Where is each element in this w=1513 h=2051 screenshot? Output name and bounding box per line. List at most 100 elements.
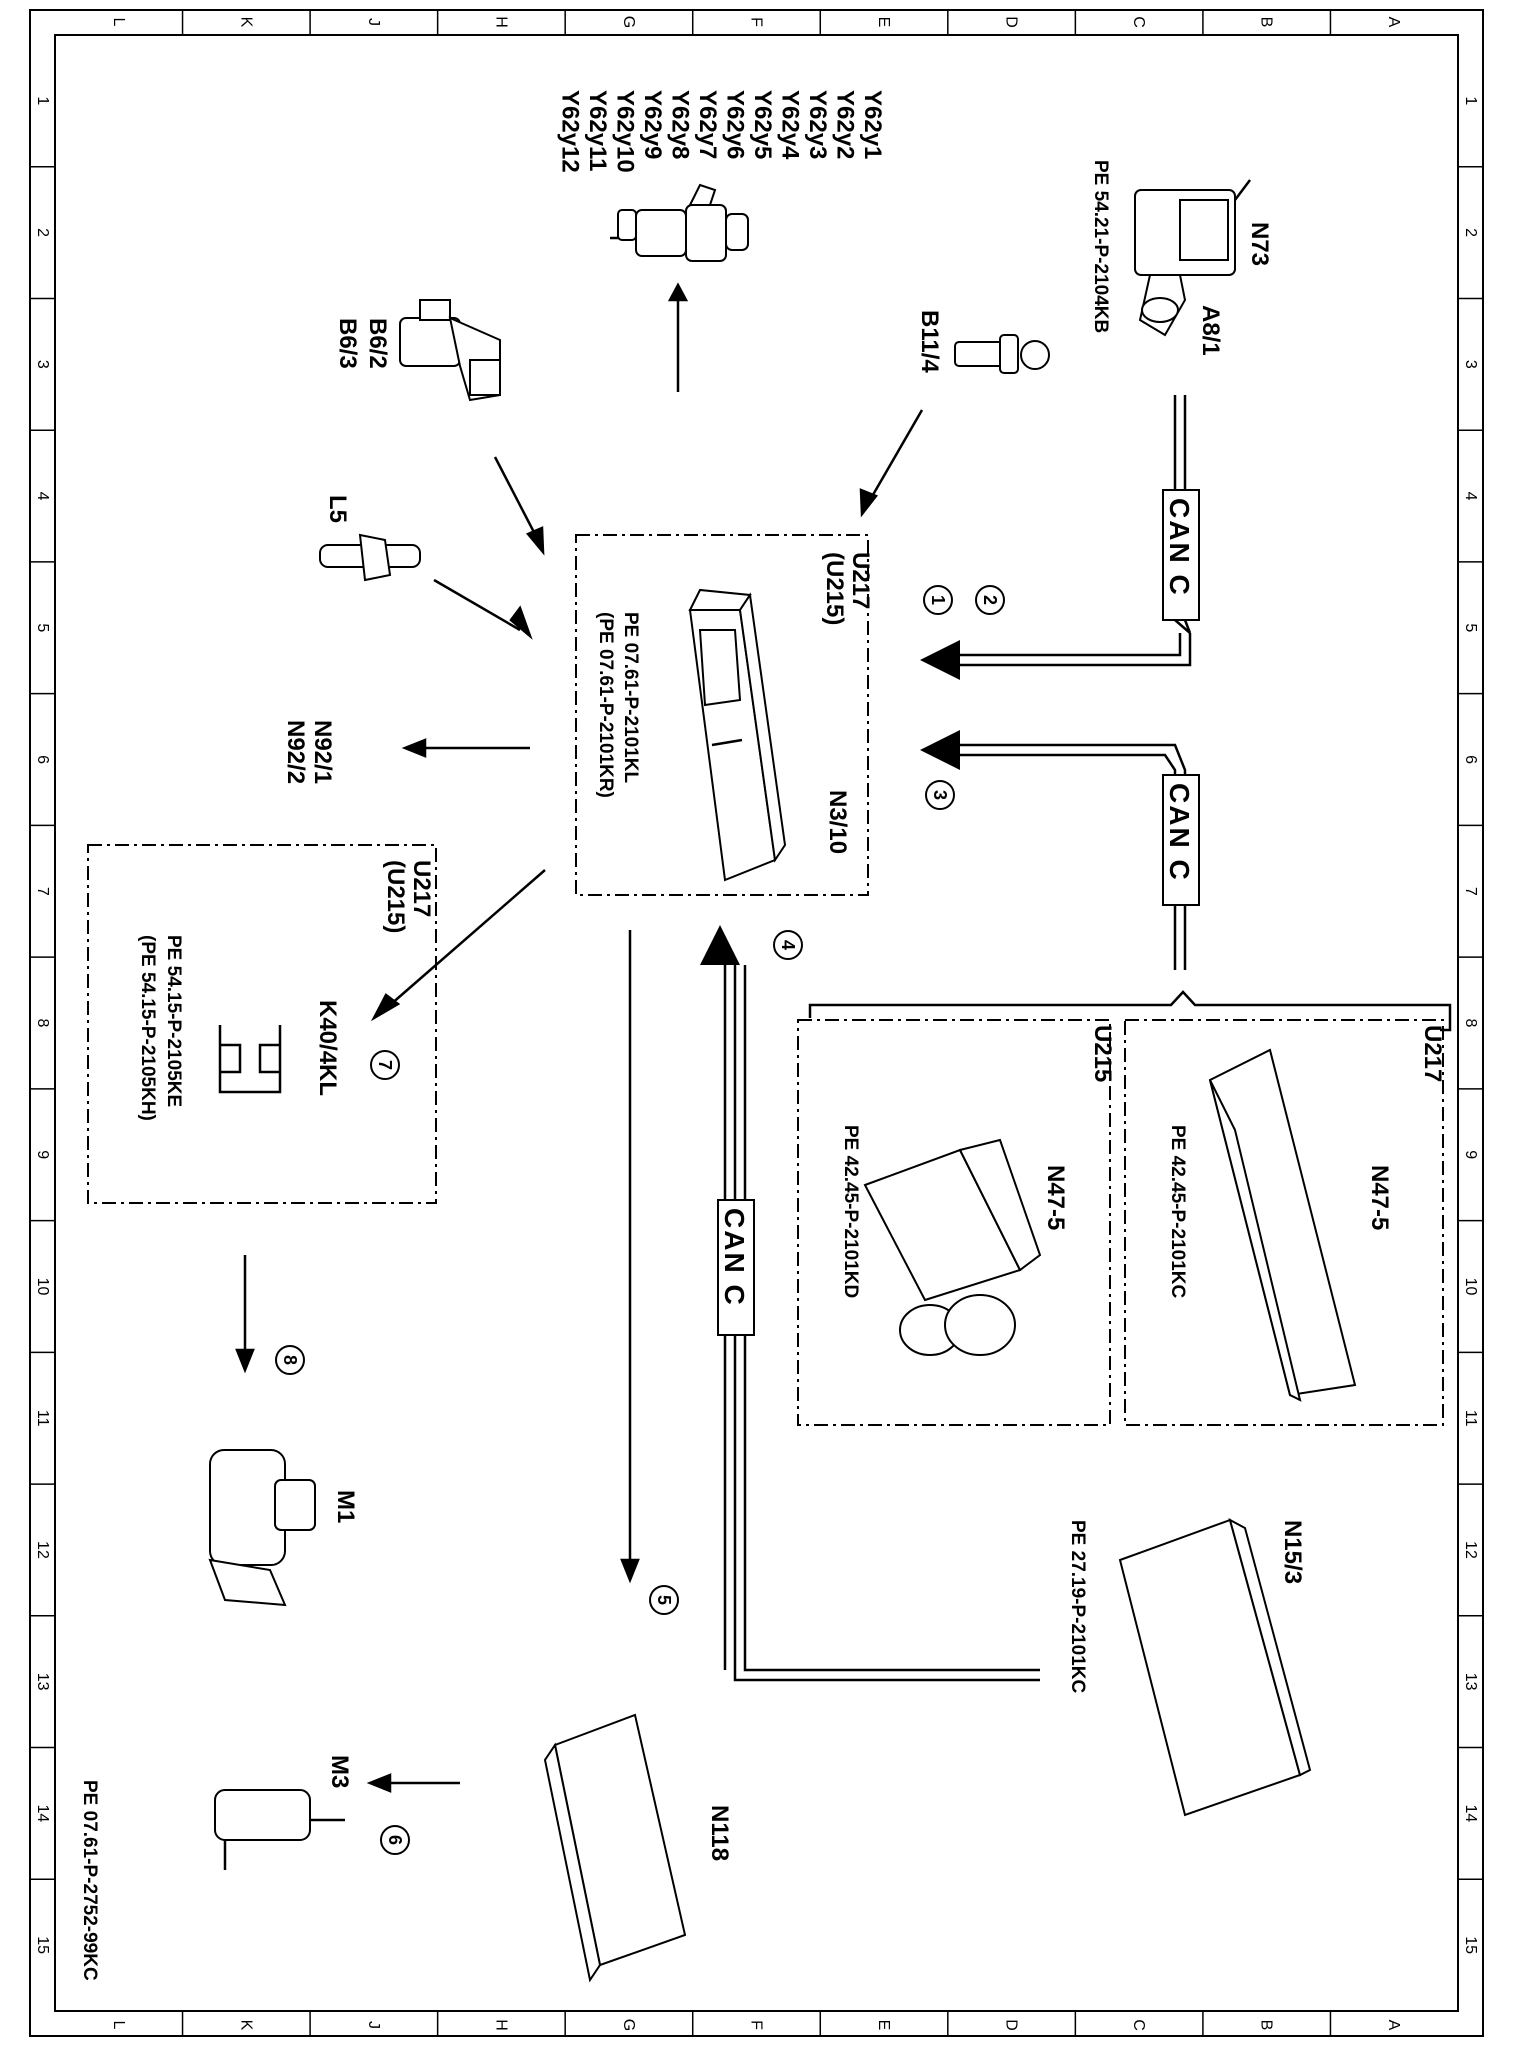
- callout-5: 5: [649, 1585, 679, 1615]
- n47-u217-variant: U217: [1419, 1025, 1446, 1082]
- grid-number-left: 5: [34, 623, 51, 632]
- grid-letter-bottom: C: [1130, 2019, 1147, 2031]
- k40-ref1: PE 54.15-P-2105KE: [163, 935, 184, 1107]
- m3-label: M3: [326, 1755, 353, 1788]
- k40-box: [87, 844, 437, 1204]
- can-label-2: CAN C: [1162, 774, 1200, 906]
- grid-letter-bottom: K: [237, 2020, 254, 2031]
- grid-number-left: 12: [34, 1541, 51, 1559]
- grid-letter-top: J: [365, 18, 382, 26]
- svg-text:8: 8: [280, 1355, 300, 1365]
- grid-number-right: 2: [1462, 228, 1479, 237]
- n15-3-picture: [1118, 1518, 1312, 1817]
- grid-number-left: 10: [34, 1278, 51, 1296]
- grid-number-right: 10: [1462, 1278, 1479, 1296]
- grid-number-left: 3: [34, 360, 51, 369]
- grid-number-right: 13: [1462, 1673, 1479, 1691]
- y62-label: Y62y1: [859, 90, 886, 159]
- grid-letter-top: A: [1385, 17, 1402, 28]
- callout-4: 4: [773, 930, 803, 960]
- callout-2: 2: [975, 585, 1005, 615]
- b6-2-label: B6/2: [364, 318, 391, 369]
- n92-2-label: N92/2: [282, 720, 309, 784]
- k40-variant2: (U215): [382, 860, 409, 933]
- svg-text:6: 6: [385, 1835, 405, 1845]
- grid-letter-top: E: [875, 17, 892, 28]
- grid-number-left: 13: [34, 1673, 51, 1691]
- n92-1-label: N92/1: [309, 720, 336, 784]
- n15-3-ref: PE 27.19-P-2101KC: [1067, 1520, 1088, 1693]
- b11-4-label: B11/4: [916, 310, 943, 373]
- injector-picture: [610, 183, 749, 262]
- grid-letter-top: F: [748, 17, 765, 27]
- grid-number-right: 14: [1462, 1805, 1479, 1823]
- n47-u217-box: [1124, 1019, 1444, 1426]
- callout-6: 6: [380, 1825, 410, 1855]
- n118-label: N118: [706, 1805, 733, 1861]
- a8-1-label: A8/1: [1197, 305, 1224, 356]
- y62-label: Y62y2: [832, 90, 859, 159]
- grid-number-right: 9: [1462, 1150, 1479, 1159]
- svg-text:7: 7: [375, 1060, 395, 1070]
- n47-u217-label: N47-5: [1366, 1165, 1393, 1230]
- n15-3-label: N15/3: [1279, 1520, 1306, 1584]
- svg-text:CAN C: CAN C: [1164, 498, 1195, 597]
- grid-letter-bottom: E: [875, 2020, 892, 2031]
- n3-10-label: N3/10: [824, 790, 851, 854]
- n3-10-ref1: PE 07.61-P-2101KL: [620, 612, 641, 783]
- m3-picture: [214, 1789, 345, 1870]
- n47-u217-picture: [1208, 1048, 1357, 1402]
- grid-letter-bottom: D: [1003, 2019, 1020, 2031]
- svg-text:3: 3: [930, 790, 950, 800]
- footer-code: PE 07.61-P-2752-99KC: [79, 1780, 100, 1981]
- outer-frame: [29, 9, 1484, 2037]
- grid-letter-bottom: L: [110, 2021, 127, 2030]
- y62-label: Y62y9: [639, 90, 666, 159]
- grid-number-left: 14: [34, 1805, 51, 1823]
- grid-number-left: 7: [34, 887, 51, 896]
- b6-sensor-picture: [399, 299, 501, 402]
- b6-3-label: B6/3: [334, 318, 361, 369]
- grid-letter-top: L: [110, 18, 127, 27]
- can-label-1: CAN C: [1162, 489, 1200, 621]
- n47-u217-ref: PE 42.45-P-2101KC: [1167, 1125, 1188, 1298]
- grid-number-left: 8: [34, 1019, 51, 1028]
- y62-label: Y62y10: [612, 90, 639, 173]
- grid-letter-bottom: F: [748, 2020, 765, 2030]
- grid-letter-bottom: G: [620, 2019, 637, 2031]
- grid-ticks: [30, 10, 1483, 2036]
- n47-u215-picture: [863, 1138, 1042, 1356]
- grid-letter-top: C: [1130, 16, 1147, 28]
- callout-3: 3: [925, 780, 955, 810]
- svg-text:1: 1: [928, 595, 948, 605]
- callout-7: 7: [370, 1050, 400, 1080]
- n3-10-box: [575, 534, 869, 896]
- grid-letter-top: D: [1003, 16, 1020, 28]
- grid-letter-top: B: [1258, 17, 1275, 28]
- y62-label: Y62y7: [694, 90, 721, 159]
- grid-letter-bottom: B: [1258, 2020, 1275, 2031]
- y62-label: Y62y6: [722, 90, 749, 159]
- k40-relay-picture: [218, 1025, 282, 1094]
- k40-ref2: (PE 54.15-P-2105KH): [137, 935, 158, 1121]
- grid-number-right: 12: [1462, 1541, 1479, 1559]
- grid-number-right: 15: [1462, 1936, 1479, 1954]
- n3-10-ref2: (PE 07.61-P-2101KR): [595, 612, 616, 798]
- grid-number-left: 2: [34, 228, 51, 237]
- n47-bracket: [808, 990, 1452, 1032]
- can-label-3: CAN C: [717, 1199, 755, 1336]
- grid-letter-bottom: H: [492, 2019, 509, 2031]
- n3-10-variant2: (U215): [821, 552, 848, 625]
- grid-letter-top: H: [492, 16, 509, 28]
- grid-number-right: 11: [1462, 1410, 1479, 1427]
- n47-u215-ref: PE 42.45-P-2101KD: [840, 1125, 861, 1298]
- grid-letter-top: K: [237, 17, 254, 28]
- signal-arrows: [235, 282, 924, 1793]
- m1-label: M1: [332, 1490, 359, 1523]
- n47-u215-label: N47-5: [1042, 1165, 1069, 1230]
- grid-number-right: 5: [1462, 623, 1479, 632]
- grid-number-left: 15: [34, 1936, 51, 1954]
- grid-number-right: 7: [1462, 887, 1479, 896]
